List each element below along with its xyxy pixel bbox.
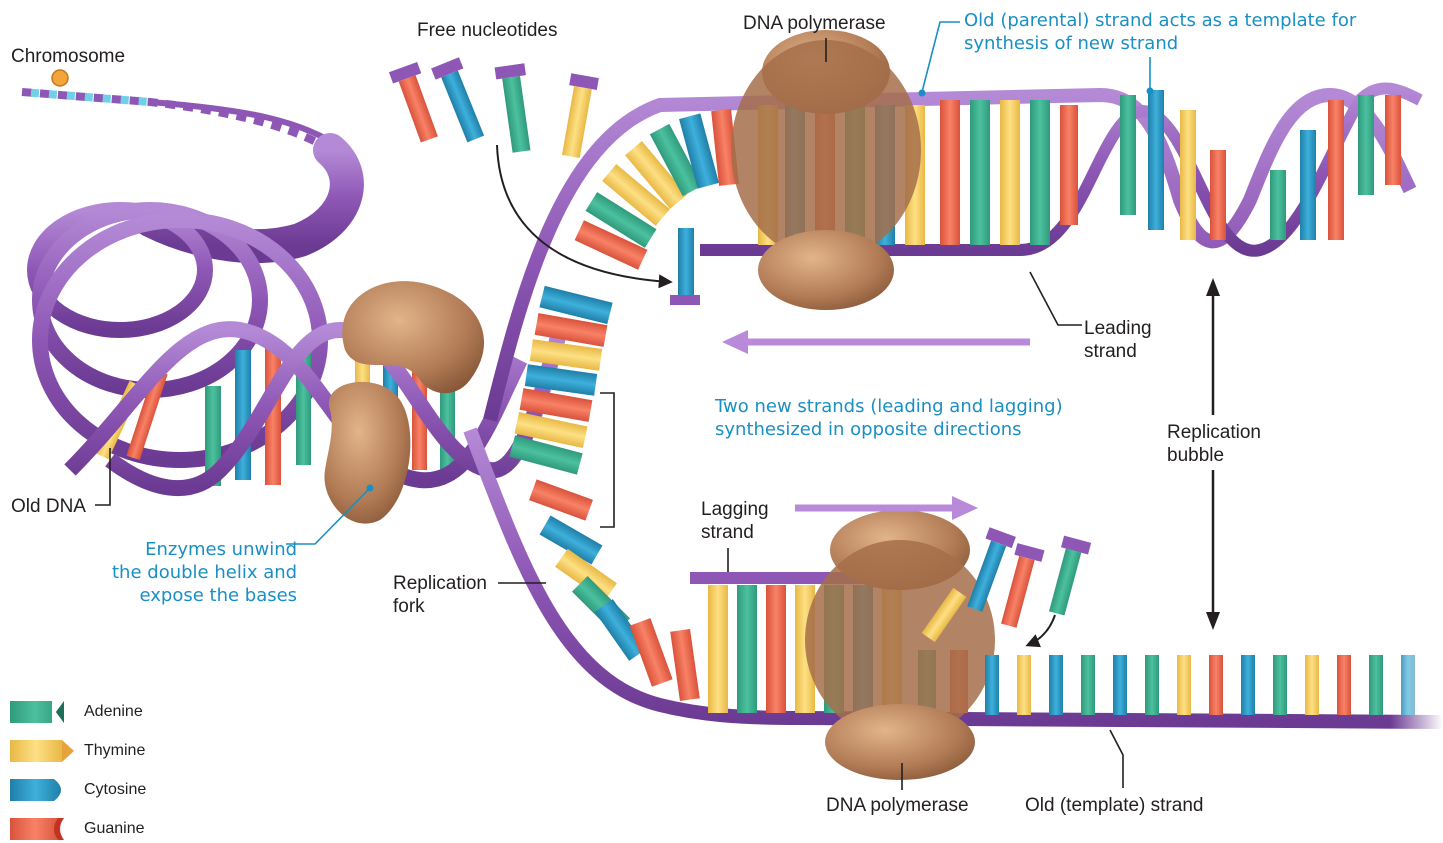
adenine-icon bbox=[10, 701, 64, 723]
replication-bubble-label: Replication bubble bbox=[1167, 421, 1261, 467]
replication-fork-label: Replication fork bbox=[393, 572, 487, 618]
parental-template-note: Old (parental) strand acts as a template… bbox=[964, 9, 1356, 55]
chromosome-label: Chromosome bbox=[11, 45, 125, 68]
guanine-icon bbox=[10, 818, 64, 840]
thymine-icon bbox=[10, 740, 74, 762]
legend-thymine-label: Thymine bbox=[84, 741, 145, 761]
dna-polymerase-bottom-enzyme bbox=[805, 510, 995, 780]
legend-icons bbox=[10, 701, 74, 840]
leading-strand-region bbox=[490, 30, 1443, 420]
leading-strand-label: Leading strand bbox=[1084, 317, 1152, 363]
lagging-nucleotide-arrow bbox=[1028, 615, 1055, 645]
legend-cytosine-label: Cytosine bbox=[84, 780, 146, 800]
old-template-strand-label: Old (template) strand bbox=[1025, 794, 1203, 817]
template-exposed-bases bbox=[985, 655, 1415, 715]
legend-guanine-label: Guanine bbox=[84, 819, 145, 839]
legend-adenine-label: Adenine bbox=[84, 702, 143, 722]
free-nucleotides-label: Free nucleotides bbox=[417, 19, 557, 42]
incoming-nucleotide bbox=[670, 228, 700, 305]
leading-direction-arrow bbox=[722, 330, 1030, 354]
opposite-directions-note: Two new strands (leading and lagging) sy… bbox=[715, 395, 1063, 441]
lagging-strand-label: Lagging strand bbox=[701, 498, 769, 544]
cytosine-icon bbox=[10, 779, 61, 801]
fork-bases bbox=[509, 286, 699, 701]
dna-polymerase-top-enzyme bbox=[731, 30, 921, 310]
enzymes-unwind-note: Enzymes unwind the double helix and expo… bbox=[112, 538, 297, 607]
dna-polymerase-top-label: DNA polymerase bbox=[743, 12, 886, 35]
helicase-enzyme bbox=[324, 281, 484, 523]
old-dna-label: Old DNA bbox=[11, 495, 86, 518]
lagging-strand-region bbox=[470, 286, 1443, 780]
free-nucleotides-group bbox=[389, 57, 599, 159]
dna-polymerase-bottom-label: DNA polymerase bbox=[826, 794, 969, 817]
